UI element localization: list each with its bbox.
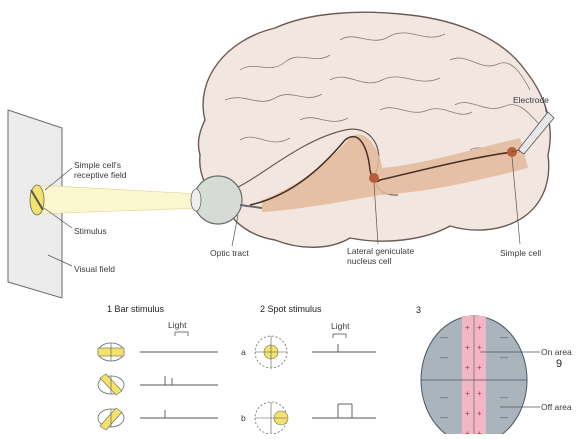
bar-row-b xyxy=(98,374,218,395)
svg-text:—: — xyxy=(440,333,448,342)
visual-field-label: Visual field xyxy=(74,264,115,274)
svg-text:+: + xyxy=(465,323,470,332)
svg-text:—: — xyxy=(440,393,448,402)
panel-spot-stimulus xyxy=(255,334,376,434)
panel-bar-stimulus xyxy=(98,332,218,430)
svg-text:+: + xyxy=(477,389,482,398)
optic-tract-label: Optic tract xyxy=(210,248,249,258)
receptive-field-label: Simple cell's receptive field xyxy=(74,160,154,180)
page-number: 9 xyxy=(556,358,562,370)
panel1-light-label: Light xyxy=(168,320,186,330)
svg-text:+: + xyxy=(465,409,470,418)
light-beam xyxy=(36,185,200,214)
panel2-light-label: Light xyxy=(331,321,349,331)
brain-outline xyxy=(198,12,550,247)
on-area-label: On area xyxy=(541,347,572,357)
svg-text:—: — xyxy=(500,413,508,422)
simple-cell-label: Simple cell xyxy=(500,248,541,258)
bar-row-c xyxy=(98,408,218,430)
svg-text:+: + xyxy=(477,409,482,418)
svg-text:+: + xyxy=(465,389,470,398)
svg-text:—: — xyxy=(500,393,508,402)
svg-text:+: + xyxy=(477,429,482,434)
svg-text:—: — xyxy=(440,353,448,362)
off-area-label: Off area xyxy=(541,402,572,412)
svg-text:+: + xyxy=(465,363,470,372)
svg-text:+: + xyxy=(465,429,470,434)
svg-text:—: — xyxy=(500,353,508,362)
svg-text:+: + xyxy=(465,343,470,352)
panel2-title: 2 Spot stimulus xyxy=(260,304,322,314)
electrode-label: Electrode xyxy=(513,95,549,105)
spot-row-b xyxy=(255,402,376,434)
svg-text:+: + xyxy=(477,343,482,352)
lgn-cell xyxy=(369,173,379,183)
lgn-cell-label: Lateral geniculate nucleus cell xyxy=(347,246,419,266)
svg-text:—: — xyxy=(500,333,508,342)
bar-row-a xyxy=(98,343,218,361)
panel-receptive-field-map: — — — — — — — — + + + + + + + + + + + + xyxy=(421,316,540,434)
svg-text:+: + xyxy=(477,323,482,332)
panel3-number: 3 xyxy=(416,305,421,315)
panel1-title: 1 Bar stimulus xyxy=(107,304,164,314)
stimulus-label: Stimulus xyxy=(74,226,107,236)
panel2-b-label: b xyxy=(241,413,246,423)
svg-text:+: + xyxy=(477,363,482,372)
svg-text:—: — xyxy=(440,413,448,422)
panel2-a-label: a xyxy=(241,347,246,357)
spot-row-a xyxy=(255,336,376,368)
